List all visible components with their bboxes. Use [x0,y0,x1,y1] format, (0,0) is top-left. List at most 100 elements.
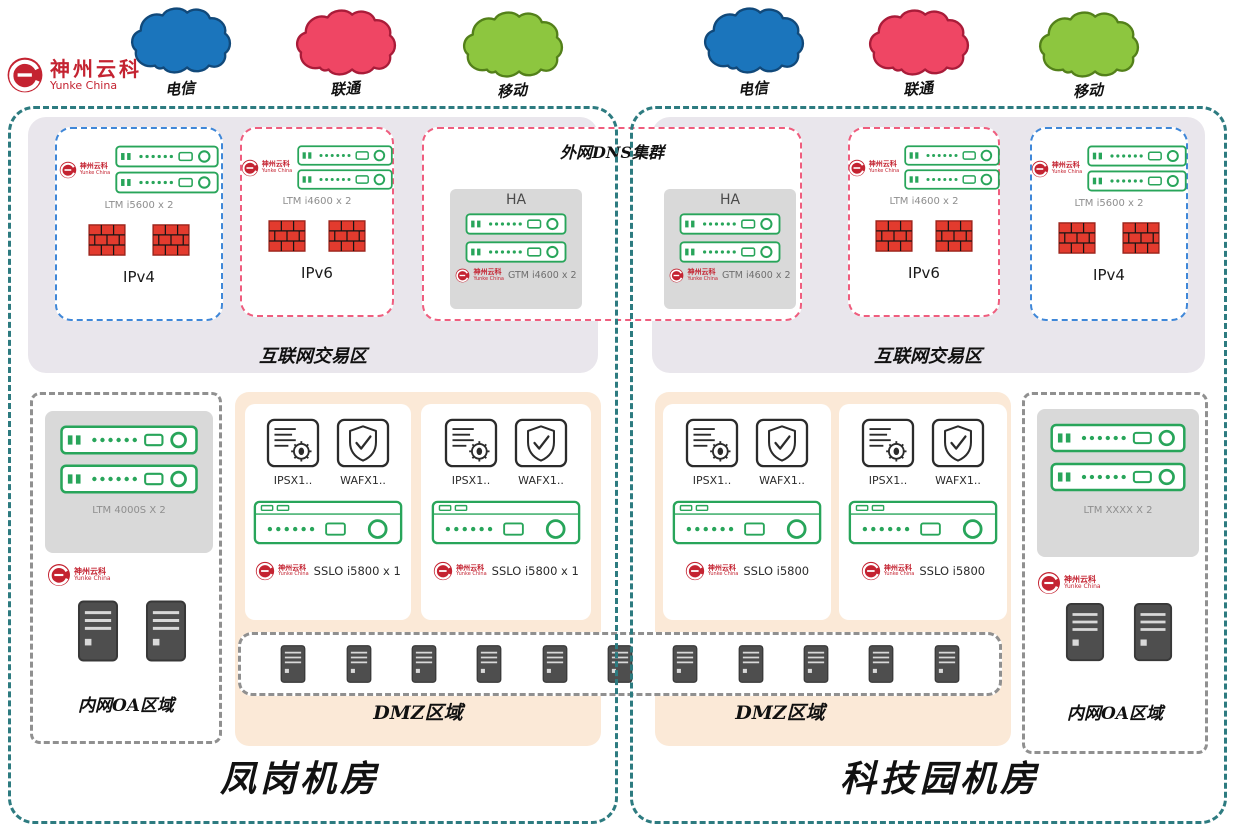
appliance-icon [297,169,393,190]
waf-shield-icon [514,418,568,468]
dc-name-kejiyuan: 科技园机房 [839,758,1040,800]
security-tiles: IPSX1.. WAFX1.. [861,418,985,487]
device-model-label: LTM 4000S X 2 [92,505,166,516]
sslo-appliance-icon [253,500,403,545]
server-icon [868,644,894,684]
cloud-telecom-left-icon [128,6,233,76]
firewall-icon [875,220,913,252]
appliance-icon [678,241,782,263]
cloud-mobile-right-icon [1036,10,1141,80]
yunke-swirl-icon [685,561,705,581]
server-icon [934,644,960,684]
cloud-unicom-right-icon [866,8,971,78]
logo-title: 神州云科 [1051,161,1080,170]
logo-subtitle: Yunke China [74,575,111,583]
cloud-label-mobile-left: 移动 [496,80,528,102]
firewall-icon [328,220,366,252]
ipv6-label: IPv6 [301,264,333,282]
ips-tile: IPSX1.. [685,418,739,487]
logo-subtitle: Yunke China [883,571,915,578]
appliance-icon [904,169,1000,190]
waf-tile: WAFX1.. [755,418,809,487]
dmz-zone-label-left: DMZ区域 [373,702,463,724]
dns-cluster-title: 外网DNS集群 [559,143,665,162]
internet-zone-label-right: 互联网交易区 [874,346,982,367]
ha-label: HA [719,192,741,208]
ips-tile: IPSX1.. [266,418,320,487]
logo-subtitle: Yunke China [1064,583,1101,591]
server-icon [77,599,119,663]
device-model-label: LTM i5600 x 2 [104,200,174,211]
waf-tile: WAFX1.. [931,418,985,487]
yunke-swirl-icon [455,268,470,283]
yunke-logo-header: 神州云科 Yunke China [6,56,142,94]
device-model-label: LTM XXXX X 2 [1083,505,1153,516]
appliance-icon [59,464,199,494]
ips-icon [444,418,498,468]
firewall-icon [268,220,306,252]
waf-label: WAFX1.. [518,474,564,487]
security-tiles: IPSX1.. WAFX1.. [685,418,809,487]
server-icon [1065,601,1105,663]
firewall-icon [1122,222,1160,254]
yunke-swirl-icon [47,563,71,587]
yunke-swirl-icon [6,56,44,94]
ips-label: IPSX1.. [273,474,313,487]
logo-subtitle: Yunke China [278,571,309,578]
waf-shield-icon [336,418,390,468]
waf-tile: WAFX1.. [514,418,568,487]
ltm-appliance-stack [904,145,1000,190]
firewall-icon [1058,222,1096,254]
yunke-swirl-icon [433,561,453,581]
ips-icon [861,418,915,468]
device-model-label: LTM i4600 x 2 [889,196,959,207]
logo-subtitle: Yunke China [473,275,504,282]
appliance-icon [1050,423,1186,453]
yunke-swirl-icon [255,561,275,581]
server-icon [1133,601,1173,663]
server-icon [280,644,306,684]
cloud-unicom-left-icon [293,8,398,78]
server-icon [672,644,698,684]
logo-title: 神州云科 [473,268,502,277]
waf-shield-icon [755,418,809,468]
waf-label: WAFX1.. [759,474,805,487]
device-model-label: SSLO i5800 [743,564,810,578]
firewall-icon [935,220,973,252]
logo-title: 神州云科 [456,563,485,572]
server-icon [607,644,633,684]
appliance-icon [1050,462,1186,492]
ltm-appliance-stack [297,145,393,190]
yunke-swirl-icon [848,159,866,177]
server-icon [542,644,568,684]
ltm-group-box: LTM XXXX X 2 [1037,409,1199,557]
oa-zone-label-left: 内网OA区域 [78,696,174,716]
device-model-label: SSLO i5800 [919,564,986,578]
ips-label: IPSX1.. [692,474,732,487]
appliance-icon [464,241,568,263]
cloud-label-telecom-left: 电信 [164,78,196,100]
logo-title: 神州云科 [74,566,106,576]
ips-tile: IPSX1.. [444,418,498,487]
ipv6-label: IPv6 [908,264,940,282]
ipv4-label: IPv4 [1093,266,1125,284]
security-tiles: IPSX1.. WAFX1.. [266,418,390,487]
